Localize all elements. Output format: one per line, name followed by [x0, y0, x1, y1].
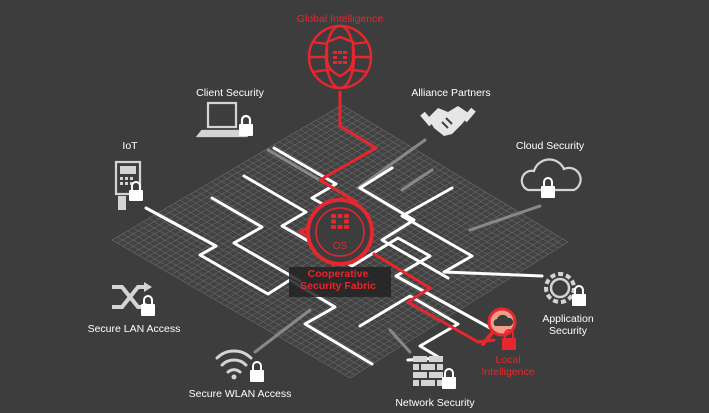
os-label: OS [333, 241, 348, 252]
grid-line [274, 198, 497, 335]
local-intelligence-line2: Intelligence [481, 366, 535, 378]
handshake-icon [420, 106, 476, 136]
grid-line [148, 218, 385, 357]
laptop-lock-icon [195, 101, 253, 138]
grid-line [301, 213, 522, 350]
global-intelligence-label: Global Intelligence [296, 13, 384, 25]
grid-line [306, 216, 528, 354]
grid-line [117, 236, 356, 376]
grid-line [132, 227, 370, 366]
cooperative-security-fabric-label: Cooperative Security Fabric [288, 268, 388, 292]
fabric-label-line1: Cooperative [307, 268, 369, 280]
grid-line [122, 233, 361, 373]
grid-line [153, 215, 390, 354]
application-security-label: Application Security [528, 313, 608, 337]
switch-arrows-lock-icon [112, 282, 155, 316]
center-os-badge: OS [306, 198, 374, 266]
grid-line [190, 193, 425, 332]
grid-line [138, 224, 375, 363]
grid-line [263, 191, 486, 329]
grid-outline [111, 104, 569, 379]
brick-wall-lock-icon [413, 356, 456, 389]
network-security-label: Network Security [395, 397, 475, 409]
fortinet-logo-icon [331, 214, 349, 229]
grid-line [127, 230, 365, 369]
client-security-label: Client Security [196, 87, 264, 99]
application-security-line1: Application [542, 313, 594, 325]
grid-line [284, 204, 507, 341]
cloud-lock-icon [520, 158, 582, 198]
secure-lan-access-label: Secure LAN Access [87, 323, 181, 335]
alliance-partners-label: Alliance Partners [411, 87, 491, 99]
secure-wlan-access-label: Secure WLAN Access [188, 388, 292, 400]
grid-line [185, 196, 420, 335]
fabric-label-backdrop [289, 267, 391, 297]
cloud-security-label: Cloud Security [515, 140, 585, 152]
local-intelligence-label: Local Intelligence [470, 354, 546, 378]
payment-terminal-lock-icon [114, 160, 143, 210]
application-security-line2: Security [549, 325, 587, 337]
grid-line [268, 195, 492, 332]
grid-line [322, 226, 543, 363]
grid-line [290, 207, 512, 344]
iot-label: IoT [122, 140, 138, 152]
grid-line [195, 190, 430, 329]
globe-shield-icon [307, 24, 373, 90]
wifi-lock-icon [215, 349, 264, 382]
grid-line [295, 210, 517, 347]
white-routes [144, 146, 544, 366]
grid-line [312, 219, 533, 357]
gear-lock-icon [544, 272, 586, 306]
fabric-label-line2: Security Fabric [300, 280, 376, 292]
magnifier-cloud-icon [481, 307, 517, 350]
local-intelligence-line1: Local [495, 354, 521, 366]
